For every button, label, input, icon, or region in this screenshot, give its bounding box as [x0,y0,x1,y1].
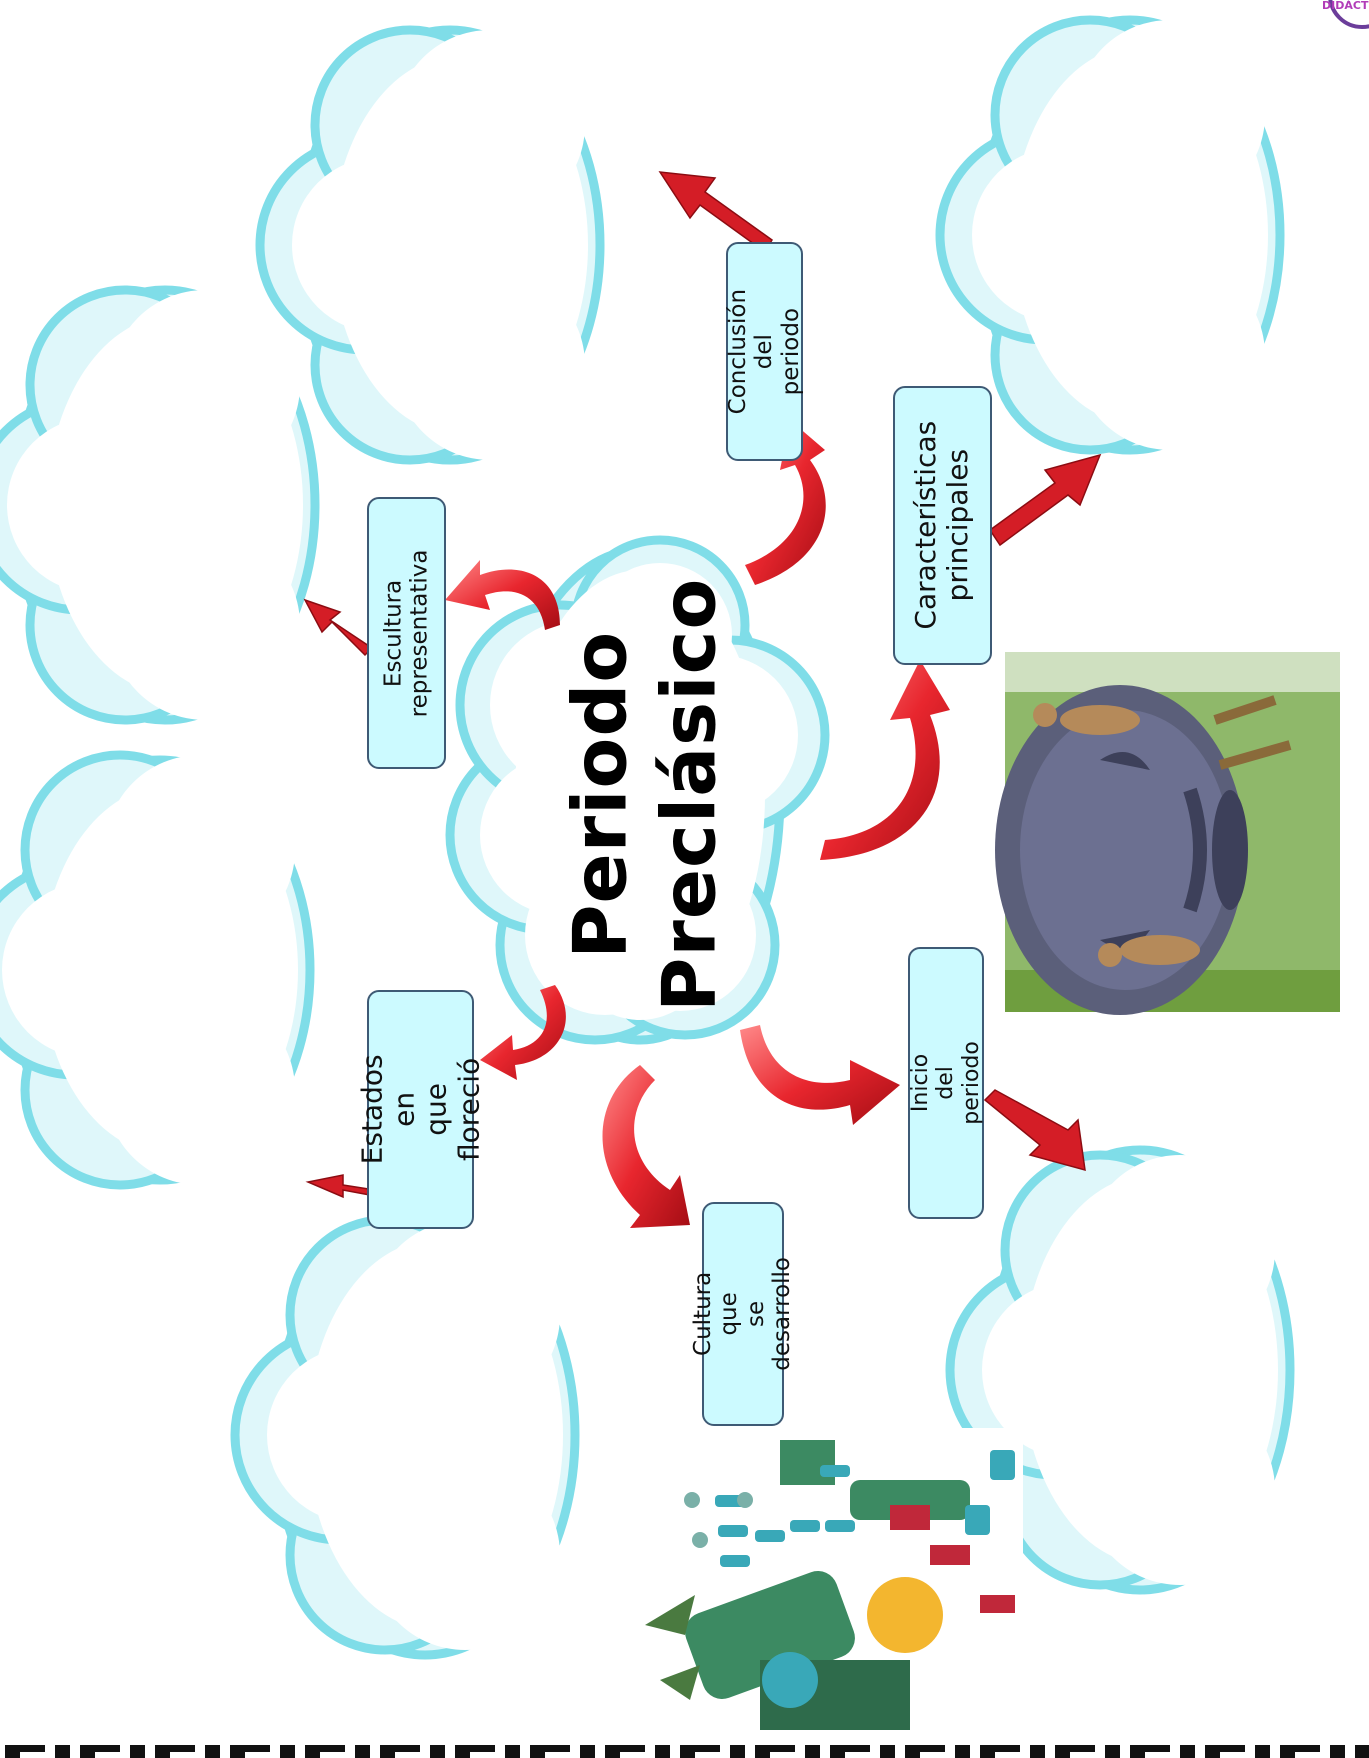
border-motif [680,1745,745,1758]
border-motif [905,1745,970,1758]
arrow-to-caracteristicas [820,660,950,860]
arrow-to-inicio [740,1025,900,1125]
arrow-estados-to-cloud [305,1174,376,1199]
border-motif [980,1745,1045,1758]
box-estados: Estados en que floreció [355,990,485,1229]
central-title: Periodo Preclásico [530,560,760,1030]
central-cloud [445,535,830,1045]
arrow-conclusion-to-cloud [658,171,773,254]
olmec-head-image [995,652,1340,1015]
border-motif [755,1745,820,1758]
arrow-to-escultura [445,560,560,630]
arrow-caracteristicas-to-cloud [988,453,1102,547]
arrow-escultura-to-cloud [303,598,374,657]
arrow-to-cultura [602,1065,690,1228]
border-motif [455,1745,520,1758]
title-text: Periodo Preclásico [557,577,733,1013]
box-cultura-label: Cultura que se desarrollo [690,1257,796,1371]
aztec-deity-image [628,1428,1023,1738]
logo-badge: DIDÁCTICO [1322,0,1369,29]
border-motif [1355,1745,1369,1758]
box-caracteristicas-label: Características principales [909,421,975,630]
box-conclusion-label: Conclusión del periodo [724,288,804,415]
cloud-top-center [255,25,605,465]
box-caracteristicas: Características principales [893,386,992,665]
box-escultura: Escultura representativa [367,497,446,769]
border-motif [380,1745,445,1758]
cloud-top-right [935,15,1285,455]
cloud-top-left [0,285,320,725]
box-conclusion: Conclusión del periodo [724,242,804,461]
border-motif [80,1745,145,1758]
border-motif [1205,1745,1270,1758]
cloud-bottom-right [945,1145,1295,1595]
border-motif [1130,1745,1195,1758]
svg-text:DIDÁCTICO: DIDÁCTICO [1322,0,1369,12]
border-motif [1280,1745,1345,1758]
border-motif [830,1745,895,1758]
border-pattern [5,1745,1369,1758]
box-inicio: Inicio del periodo [908,947,984,1219]
border-motif [530,1745,595,1758]
border-motif [230,1745,295,1758]
border-motif [605,1745,670,1758]
box-estados-label: Estados en que floreció [355,1054,485,1165]
border-motif [1055,1745,1120,1758]
cloud-bottom-left [230,1210,580,1660]
cloud-middle-left [0,750,315,1190]
border-motif [305,1745,370,1758]
arrow-to-conclusion [745,420,826,585]
border-motif [155,1745,220,1758]
arrow-inicio-to-cloud [983,1089,1086,1172]
box-escultura-label: Escultura representativa [380,549,433,717]
box-inicio-label: Inicio del periodo [908,1041,984,1125]
arrow-to-estados [480,985,566,1080]
box-cultura: Cultura que se desarrollo [690,1202,795,1426]
border-motif [5,1745,70,1758]
